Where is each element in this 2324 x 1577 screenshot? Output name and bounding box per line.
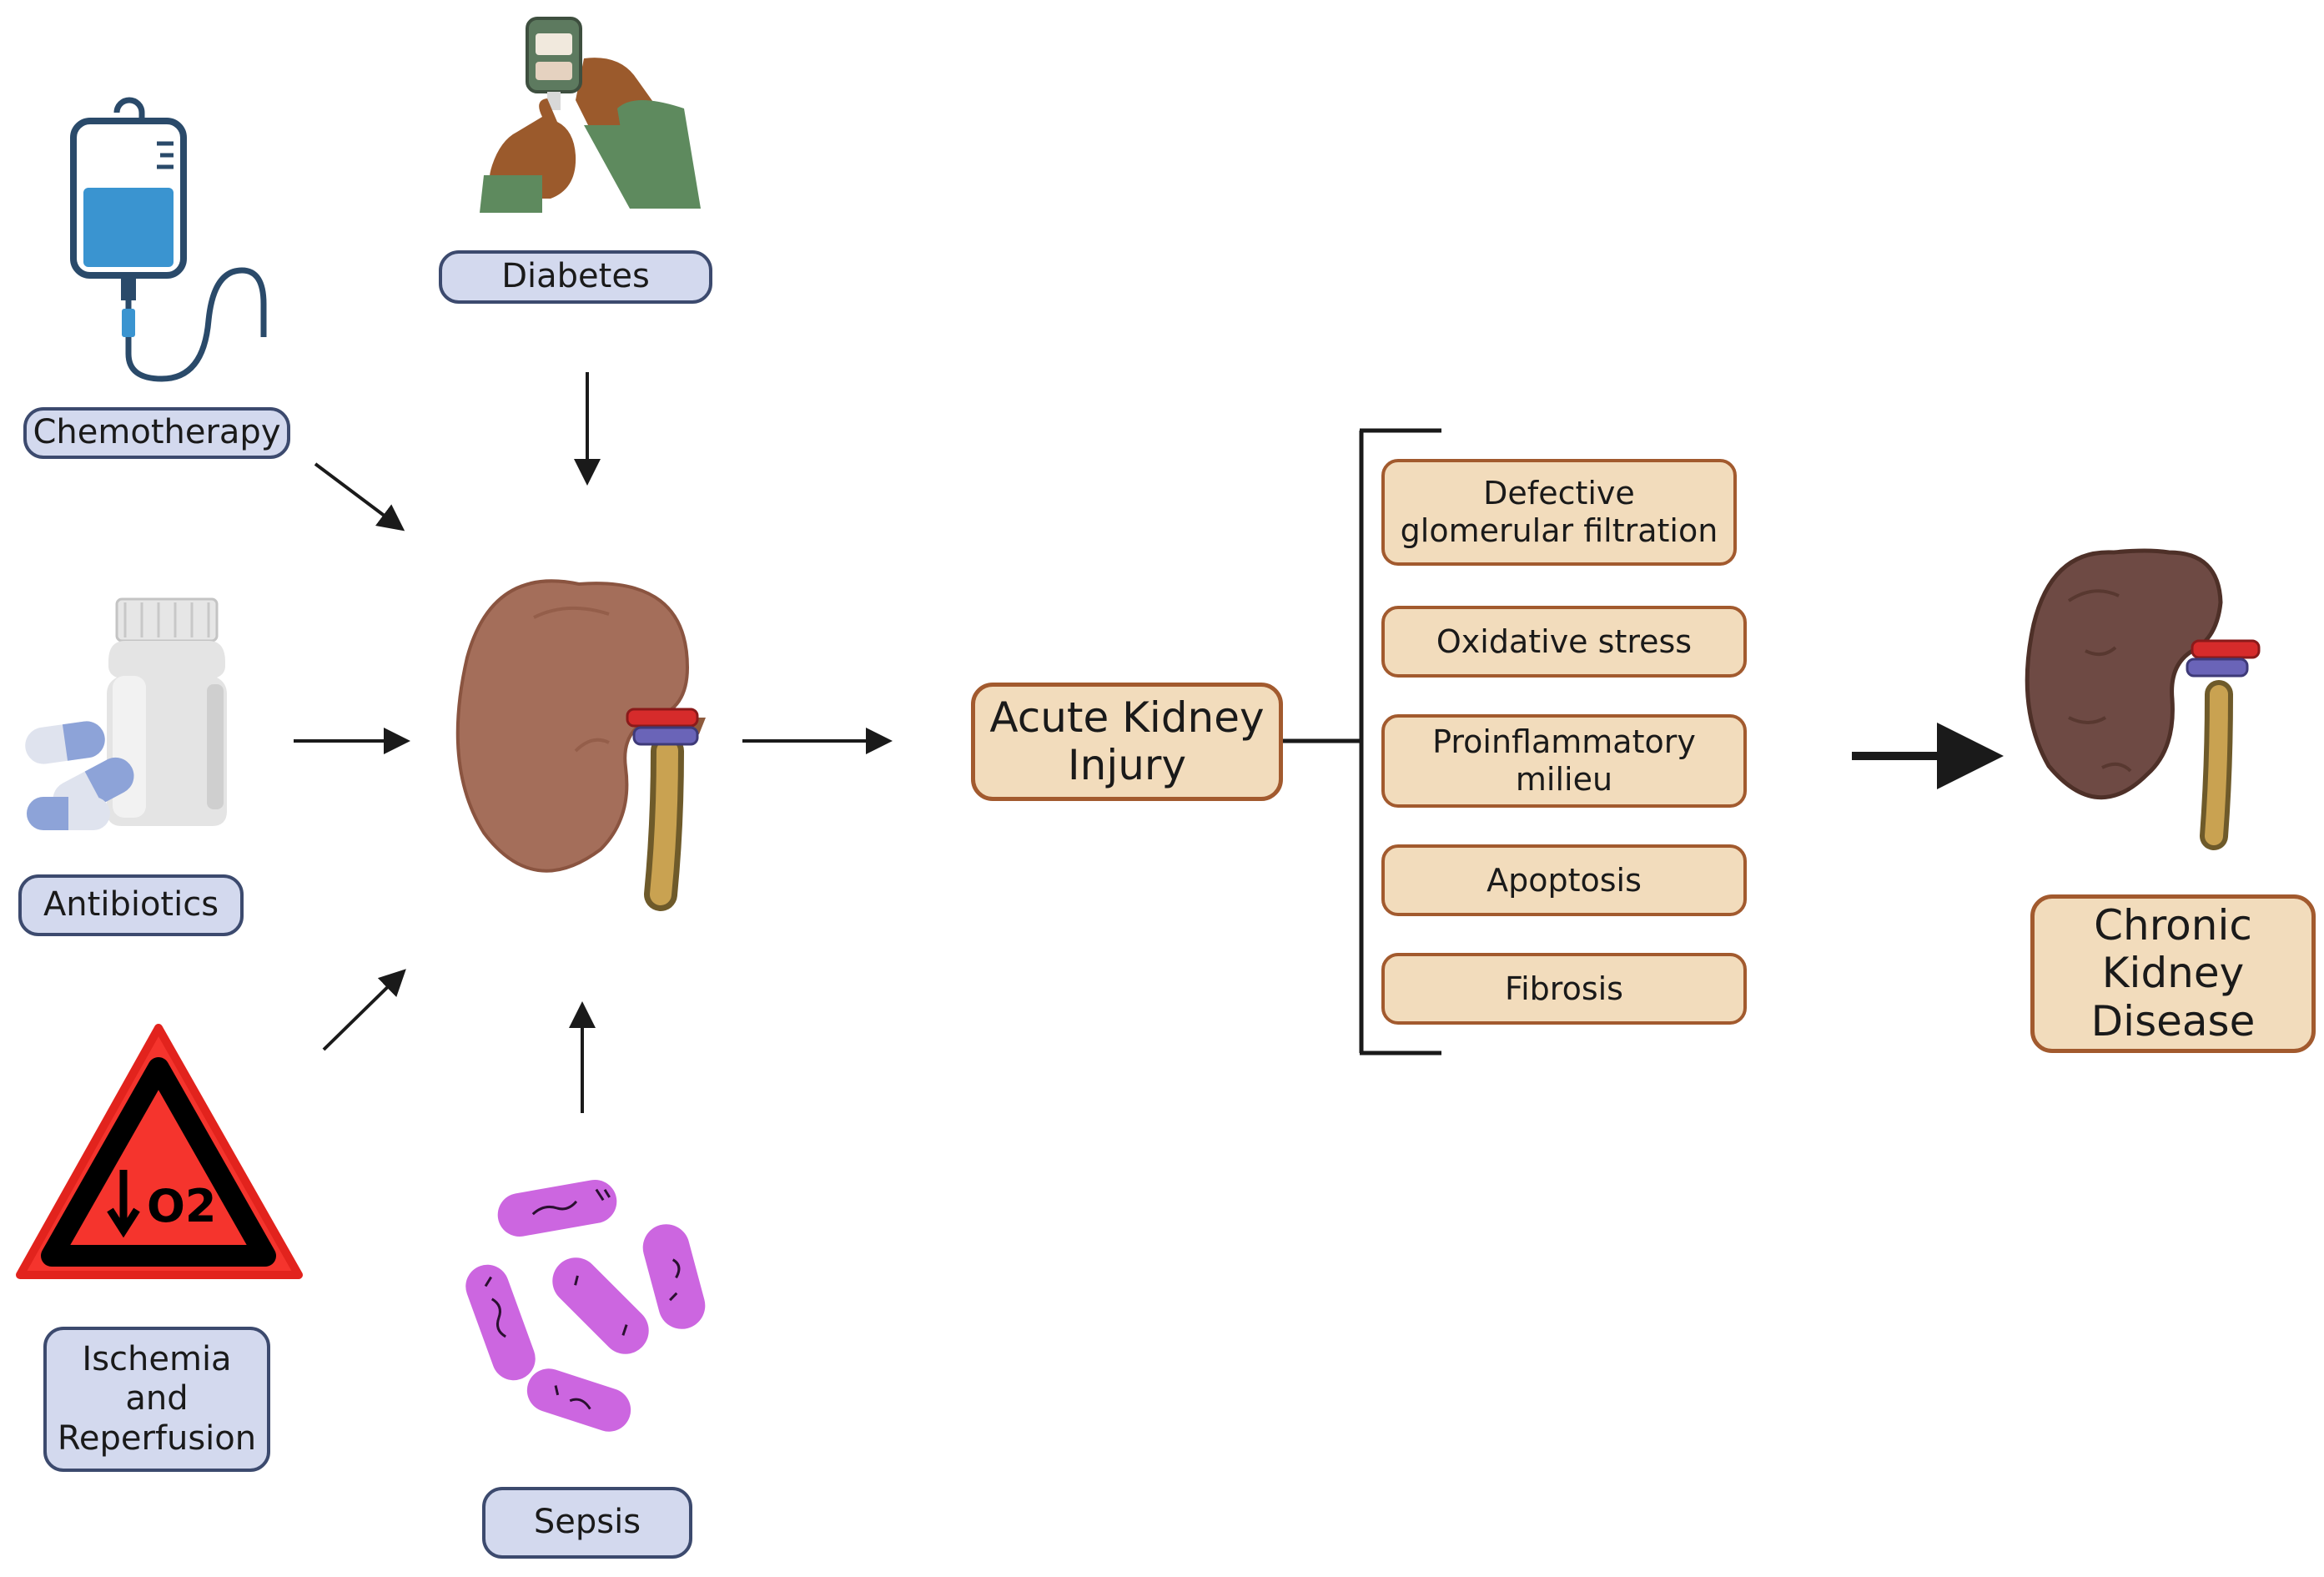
chemotherapy-label: Chemotherapy [23, 407, 290, 459]
mechanism-proinflammatory-milieu: Proinflammatory milieu [1381, 714, 1747, 808]
mechanism-apoptosis: Apoptosis [1381, 844, 1747, 916]
capsules-icon [25, 721, 134, 830]
bacteria-icon [465, 1180, 706, 1432]
chronic-kidney-disease-box: Chronic Kidney Disease [2030, 894, 2316, 1053]
mechanism-defective-glomerular-filtration: Defective glomerular filtration [1381, 459, 1737, 566]
antibiotics-label: Antibiotics [18, 874, 244, 936]
arrow-ischemia-to-kidney [322, 969, 406, 1051]
mechanism-oxidative-stress: Oxidative stress [1381, 606, 1747, 678]
diseased-kidney-icon [2025, 548, 2261, 850]
sepsis-label: Sepsis [482, 1487, 692, 1559]
arrows [294, 372, 2004, 1113]
warning-o2-text: O2 [147, 1180, 216, 1232]
mechanism-fibrosis: Fibrosis [1381, 953, 1747, 1025]
diabetes-label: Diabetes [439, 250, 712, 304]
mechanism-bracket [1283, 428, 1441, 1056]
arrow-chemo-to-kidney [314, 462, 405, 532]
pill-bottle-icon [107, 597, 227, 826]
kidney-icon [455, 579, 706, 911]
warning-triangle-icon: O2 [16, 1024, 303, 1279]
iv-bag-icon [70, 97, 267, 382]
glucose-meter-icon [480, 17, 701, 213]
ischemia-reperfusion-label: Ischemia and Reperfusion [43, 1327, 270, 1472]
acute-kidney-injury-box: Acute Kidney Injury [971, 683, 1283, 801]
